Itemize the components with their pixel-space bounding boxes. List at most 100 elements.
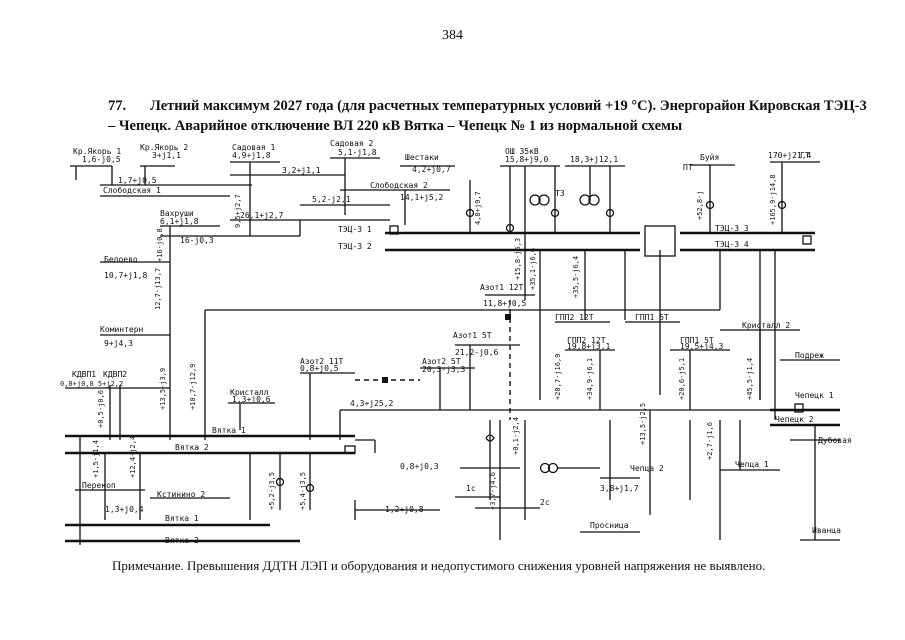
svg-text:+20,6-j5,1: +20,6-j5,1 — [678, 358, 686, 400]
svg-text:3+j1,1: 3+j1,1 — [152, 151, 181, 160]
svg-text:+165,9-j14,8: +165,9-j14,8 — [769, 174, 777, 225]
label-flow-0-8: 0,8+j0,3 — [400, 462, 439, 471]
svg-text:21,2-j0,6: 21,2-j0,6 — [455, 348, 499, 357]
svg-text:9+j4,3: 9+j4,3 — [104, 339, 133, 348]
svg-text:1,3+j0,4: 1,3+j0,4 — [105, 505, 144, 514]
svg-text:170+j21,4: 170+j21,4 — [768, 151, 812, 160]
label-chepeck2: Чепецк 2 — [775, 415, 814, 424]
svg-text:3,8+j1,7: 3,8+j1,7 — [600, 484, 639, 493]
svg-text:+15,8-j6,3: +15,8-j6,3 — [514, 238, 522, 280]
label-azot2-5t: Азот2 5Т — [422, 357, 461, 366]
label-kdvp2: КДВП2 — [103, 370, 127, 379]
label-flow-3-2: 3,2+j1,1 — [282, 166, 321, 175]
svg-text:+5,2-j3,5: +5,2-j3,5 — [268, 472, 276, 510]
label-kr-yakor1: Кр.Якорь 1 — [73, 147, 121, 156]
label-flow-18-3: 18,3+j12,1 — [570, 155, 618, 164]
svg-text:11,8+j0,5: 11,8+j0,5 — [483, 299, 527, 308]
svg-text:+0,5-j0,6: +0,5-j0,6 — [97, 390, 105, 428]
label-2s: 2с — [540, 498, 550, 507]
breaker-tec3-1 — [389, 225, 399, 235]
label-vyatka1-low: Вятка 1 — [165, 514, 199, 523]
label-dubovaya: Дубовая — [818, 435, 852, 445]
label-chepeck1: Чепецк 1 — [795, 391, 834, 400]
svg-text:+13,5-j2,5: +13,5-j2,5 — [639, 403, 647, 445]
label-flow-16: 16-j0,3 — [180, 236, 214, 245]
scheme-note: Примечание. Превышения ДДТН ЛЭП и оборуд… — [112, 558, 766, 573]
heading-text: Летний максимум 2027 года (для расчетных… — [108, 98, 867, 134]
label-osh35: ОШ 35кВ — [505, 147, 539, 156]
label-tec3-4: ТЭЦ-3 4 — [715, 240, 749, 249]
label-azot2-11t: Азот2 11Т — [300, 357, 344, 366]
svg-text:4,9+j1,8: 4,9+j1,8 — [232, 151, 271, 160]
label-vyatka1: Вятка 1 — [212, 426, 246, 435]
svg-text:12,7-j13,7: 12,7-j13,7 — [154, 268, 162, 310]
label-vahrushi: Вахруши — [160, 209, 194, 218]
label-komintern: Коминтерн — [100, 325, 144, 334]
svg-text:9,5+j2,7: 9,5+j2,7 — [234, 194, 242, 228]
svg-text:1,6-j0,5: 1,6-j0,5 — [82, 155, 121, 164]
label-gt: ГТ — [800, 151, 810, 160]
svg-text:0,8+j0,5: 0,8+j0,5 — [300, 364, 339, 373]
label-gpp1-5t-b: ГПП1 5Т — [680, 336, 714, 345]
transformer-t3-a — [529, 194, 541, 206]
label-vyatka2-low: Вятка 2 — [165, 536, 199, 545]
svg-text:+12,4-j2,4: +12,4-j2,4 — [129, 436, 137, 478]
label-kr-yakor2: Кр.Якорь 2 — [140, 143, 188, 152]
svg-text:+10,7-j12,9: +10,7-j12,9 — [189, 364, 197, 410]
svg-text:+2,7-j1,6: +2,7-j1,6 — [706, 422, 714, 460]
label-tec3-2: ТЭЦ-3 2 — [338, 242, 372, 251]
svg-text:+45,5-j1,4: +45,5-j1,4 — [746, 358, 754, 400]
svg-text:+1,5-j1,4: +1,5-j1,4 — [92, 440, 100, 478]
svg-text:5,1-j1,8: 5,1-j1,8 — [338, 148, 377, 157]
label-flow-14-1: 14,1+j5,2 — [400, 193, 444, 202]
svg-text:15,8+j9,0: 15,8+j9,0 — [505, 155, 549, 164]
label-azot1-5t: Азот1 5Т — [453, 331, 492, 340]
svg-text:20,3-j3,3: 20,3-j3,3 — [422, 365, 466, 374]
label-flow-1-2: 1,2+j0,8 — [385, 505, 424, 514]
svg-text:10,7+j1,8: 10,7+j1,8 — [104, 271, 148, 280]
label-sadovaya2: Садовая 2 — [330, 139, 374, 148]
transformer-t3-b — [538, 194, 550, 206]
diagram-lines — [65, 157, 840, 545]
svg-text:+35,5-j6,4: +35,5-j6,4 — [572, 256, 580, 298]
svg-text:1,3+j0,6: 1,3+j0,6 — [232, 395, 271, 404]
label-sadovaya1: Садовая 1 — [232, 143, 276, 152]
svg-text:4,8+j9,7: 4,8+j9,7 — [474, 191, 482, 225]
label-tec3-1: ТЭЦ-3 1 — [338, 225, 372, 234]
label-flow-5-2: 5,2-j2,1 — [312, 195, 351, 204]
label-flow-26-1: 26,1+j2,7 — [240, 211, 284, 220]
svg-text:6,1+j1,8: 6,1+j1,8 — [160, 217, 199, 226]
scheme-heading: 77.Летний максимум 2027 года (для расчет… — [108, 96, 868, 136]
breaker-tec3-4 — [802, 235, 812, 245]
node-labels: Кр.Якорь 1 1,6-j0,5 Кр.Якорь 2 3+j1,1 Са… — [60, 139, 852, 545]
label-perekop: Перекоп — [82, 481, 116, 490]
svg-text:+34,9-j6,1: +34,9-j6,1 — [586, 358, 594, 400]
label-slobodskaya1: Слободская 1 — [103, 185, 161, 195]
label-t3: Т3 — [555, 189, 565, 198]
svg-text:+0,1-j2,4: +0,1-j2,4 — [512, 417, 520, 455]
label-ivanca: Иванца — [812, 526, 841, 535]
label-chepca2: Чепца 2 — [630, 464, 664, 473]
label-flow-4-3: 4,3+j25,2 — [350, 399, 394, 408]
svg-text:19,8+j3,1: 19,8+j3,1 — [567, 342, 611, 351]
label-1s: 1с — [466, 484, 476, 493]
page-number: 384 — [442, 28, 463, 43]
svg-text:+52,8-j: +52,8-j — [696, 190, 704, 220]
label-gpp2-12t-b: ГПП2 12Т — [567, 336, 606, 345]
label-azot1-12t: Азот1 12Т — [480, 283, 524, 292]
label-flow-1-7: 1,7+j0,5 — [118, 176, 157, 185]
label-prosnica: Просница — [590, 521, 629, 530]
label-gpp2-12t: ГПП2 12Т — [555, 313, 594, 322]
svg-text:+20,7-j16,9: +20,7-j16,9 — [554, 354, 562, 400]
label-kstinino2: Кстинино 2 — [157, 490, 205, 499]
vertical-flow-labels: 9,5+j2,7 4,8+j9,7 +52,8-j +165,9-j14,8 +… — [92, 174, 777, 510]
svg-text:+16-j0,8: +16-j0,8 — [156, 228, 164, 262]
label-bujya: Буйя — [700, 153, 719, 162]
svg-text:+3,7-j4,6: +3,7-j4,6 — [489, 472, 497, 510]
label-chepca1: Чепца 1 — [735, 460, 769, 469]
svg-text:+5,4-j3,5: +5,4-j3,5 — [299, 472, 307, 510]
svg-text:0,8+j0,8 5+j2,2: 0,8+j0,8 5+j2,2 — [60, 380, 123, 388]
heading-number: 77. — [108, 98, 127, 114]
label-vyatka2: Вятка 2 — [175, 443, 209, 452]
